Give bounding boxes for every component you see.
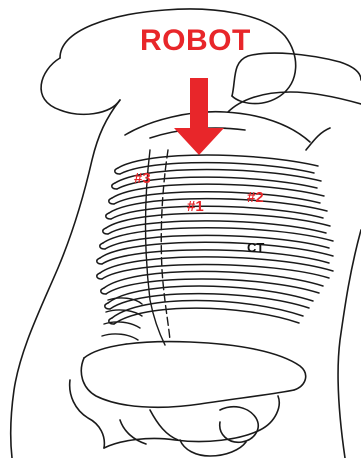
pelvis-upper xyxy=(81,358,294,407)
rib-end xyxy=(105,303,110,309)
lumbar-vertebra-3 xyxy=(104,322,140,328)
port-label-1: #1 xyxy=(187,199,204,214)
port-label-3: #3 xyxy=(134,171,151,186)
rib-end xyxy=(112,183,117,189)
rib-end xyxy=(109,198,114,204)
raised-arm xyxy=(232,53,361,96)
robot-label: ROBOT xyxy=(140,26,251,56)
down-arrow-icon xyxy=(174,78,224,155)
lumbar-vertebra-4 xyxy=(102,334,138,340)
lumbar-vertebra-2 xyxy=(106,310,142,316)
rib-end xyxy=(115,168,120,174)
iliac-crest xyxy=(84,342,306,390)
rib-end xyxy=(100,243,105,249)
rib-end xyxy=(106,213,111,219)
front-outline xyxy=(338,230,361,458)
sacrum xyxy=(150,410,178,440)
pelvis-lower xyxy=(104,396,279,448)
rib-end xyxy=(97,273,102,279)
elbow xyxy=(306,128,330,150)
raised-arm-lower xyxy=(228,92,361,112)
head-outline-left xyxy=(41,58,120,114)
rib-end xyxy=(101,288,106,294)
pelvis-left-wing xyxy=(70,380,105,448)
ct-label: CT xyxy=(247,241,264,254)
rib-end xyxy=(103,228,108,234)
port-label-2: #2 xyxy=(247,190,264,205)
back-outline xyxy=(11,100,120,458)
rib-end xyxy=(97,258,102,264)
